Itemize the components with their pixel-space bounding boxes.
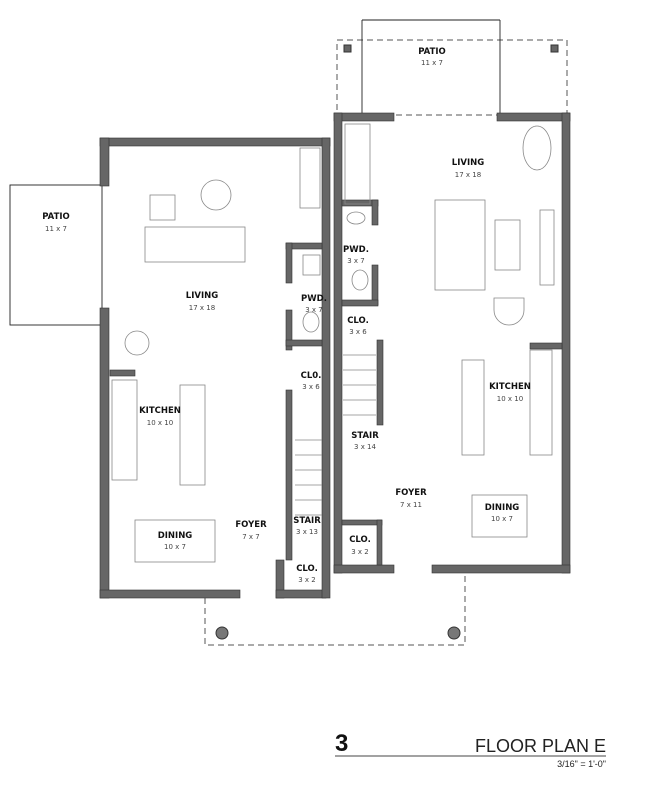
room-dims: 3 x 6	[302, 383, 320, 391]
room-name: CLO.	[296, 564, 318, 574]
room-name: DINING	[485, 503, 520, 513]
room-name: PWD.	[301, 294, 327, 304]
room-dims: 10 x 10	[147, 419, 173, 427]
furniture	[111, 123, 555, 563]
room-name: PATIO	[418, 47, 446, 57]
right-unit-labels: PATIO 11 x 7 LIVING 17 x 18 PWD. 3 x 7 C…	[343, 47, 531, 556]
room-name: DINING	[158, 531, 193, 541]
room-name: STAIR	[293, 516, 321, 526]
post	[550, 44, 559, 53]
room-dims: 11 x 7	[421, 59, 443, 67]
drawing-scale: 3/16" = 1'-0"	[557, 759, 606, 769]
right-unit-walls	[333, 112, 571, 574]
room-dims: 10 x 7	[491, 515, 513, 523]
room-name: STAIR	[351, 431, 379, 441]
room-dims: 3 x 6	[349, 328, 367, 336]
room-name: CLO.	[349, 535, 371, 545]
room-name: LIVING	[186, 291, 218, 301]
left-unit-labels: PATIO 11 x 7 LIVING 17 x 18 PWD. 3 x 7 C…	[42, 212, 327, 584]
room-name: KITCHEN	[489, 382, 531, 392]
column	[215, 626, 229, 640]
room-dims: 3 x 7	[305, 306, 323, 314]
drawing-number: 3	[335, 730, 348, 757]
room-name: KITCHEN	[139, 406, 181, 416]
room-dims: 7 x 7	[242, 533, 260, 541]
room-dims: 17 x 18	[455, 171, 481, 179]
room-name: FOYER	[395, 488, 427, 498]
room-name: CLO.	[347, 316, 369, 326]
drawing-title: FLOOR PLAN E	[475, 736, 606, 756]
room-dims: 3 x 2	[351, 548, 369, 556]
room-dims: 10 x 10	[497, 395, 523, 403]
room-dims: 3 x 13	[296, 528, 318, 536]
room-name: CL0.	[301, 371, 322, 381]
room-dims: 3 x 7	[347, 257, 365, 265]
right-patio	[336, 39, 568, 116]
room-name: LIVING	[452, 158, 484, 168]
front-porch	[204, 573, 466, 646]
column	[447, 626, 461, 640]
room-name: PATIO	[42, 212, 70, 222]
room-dims: 10 x 7	[164, 543, 186, 551]
room-dims: 7 x 11	[400, 501, 422, 509]
room-dims: 17 x 18	[189, 304, 215, 312]
title-block: 3 FLOOR PLAN E 3/16" = 1'-0"	[335, 730, 606, 769]
left-patio	[9, 184, 103, 326]
room-dims: 3 x 14	[354, 443, 377, 451]
room-name: PWD.	[343, 245, 369, 255]
left-unit-walls	[99, 137, 331, 599]
room-dims: 11 x 7	[45, 225, 67, 233]
post	[343, 44, 352, 53]
room-name: FOYER	[235, 520, 267, 530]
room-dims: 3 x 2	[298, 576, 316, 584]
